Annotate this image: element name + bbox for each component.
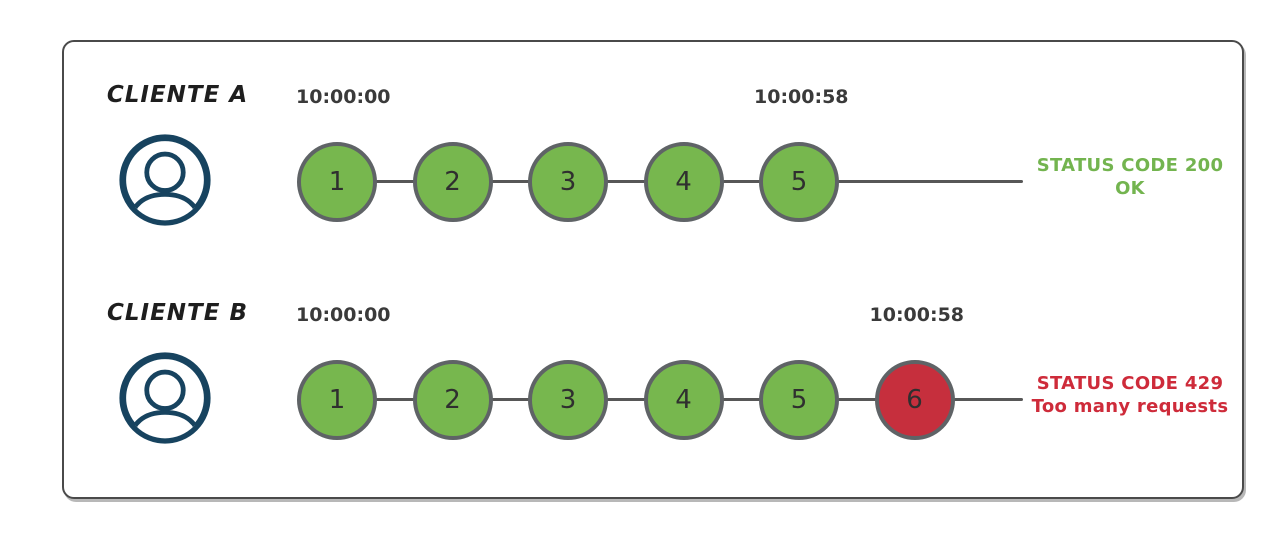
status-text: STATUS CODE 429 Too many requests bbox=[1024, 372, 1236, 418]
request-circle: 4 bbox=[643, 142, 724, 222]
status-code-line: STATUS CODE 200 bbox=[1036, 155, 1224, 176]
end-time-label: 10:00:58 bbox=[754, 86, 849, 108]
request-circle: 1 bbox=[297, 360, 377, 440]
status-message-line: OK bbox=[1115, 178, 1145, 199]
request-circle: 5 bbox=[759, 360, 839, 440]
start-time-label: 10:00:00 bbox=[296, 86, 391, 108]
start-time-label: 10:00:00 bbox=[296, 304, 391, 326]
status-text: STATUS CODE 200 OK bbox=[1024, 154, 1236, 200]
request-circle: 2 bbox=[412, 142, 493, 222]
user-avatar-icon bbox=[119, 352, 211, 444]
status-code-line: STATUS CODE 429 bbox=[1036, 373, 1224, 394]
request-circle: 3 bbox=[528, 142, 608, 222]
request-circle: 1 bbox=[297, 142, 377, 222]
request-circle: 4 bbox=[643, 360, 724, 440]
request-circle: 3 bbox=[528, 360, 608, 440]
user-avatar-icon bbox=[119, 134, 211, 226]
client-b-label: CLIENTE B bbox=[107, 300, 248, 326]
request-circle: 2 bbox=[412, 360, 493, 440]
status-message-line: Too many requests bbox=[1031, 396, 1229, 417]
end-time-label: 10:00:58 bbox=[869, 304, 965, 326]
client-row-b: CLIENTE B 10:00:00 10:00:58 STATUS CODE … bbox=[0, 268, 1280, 488]
client-row-a: CLIENTE A 10:00:00 10:00:58 STATUS CODE … bbox=[0, 50, 1280, 270]
request-circle: 6 bbox=[874, 360, 955, 440]
request-circle: 5 bbox=[759, 142, 839, 222]
client-a-label: CLIENTE A bbox=[106, 82, 249, 108]
